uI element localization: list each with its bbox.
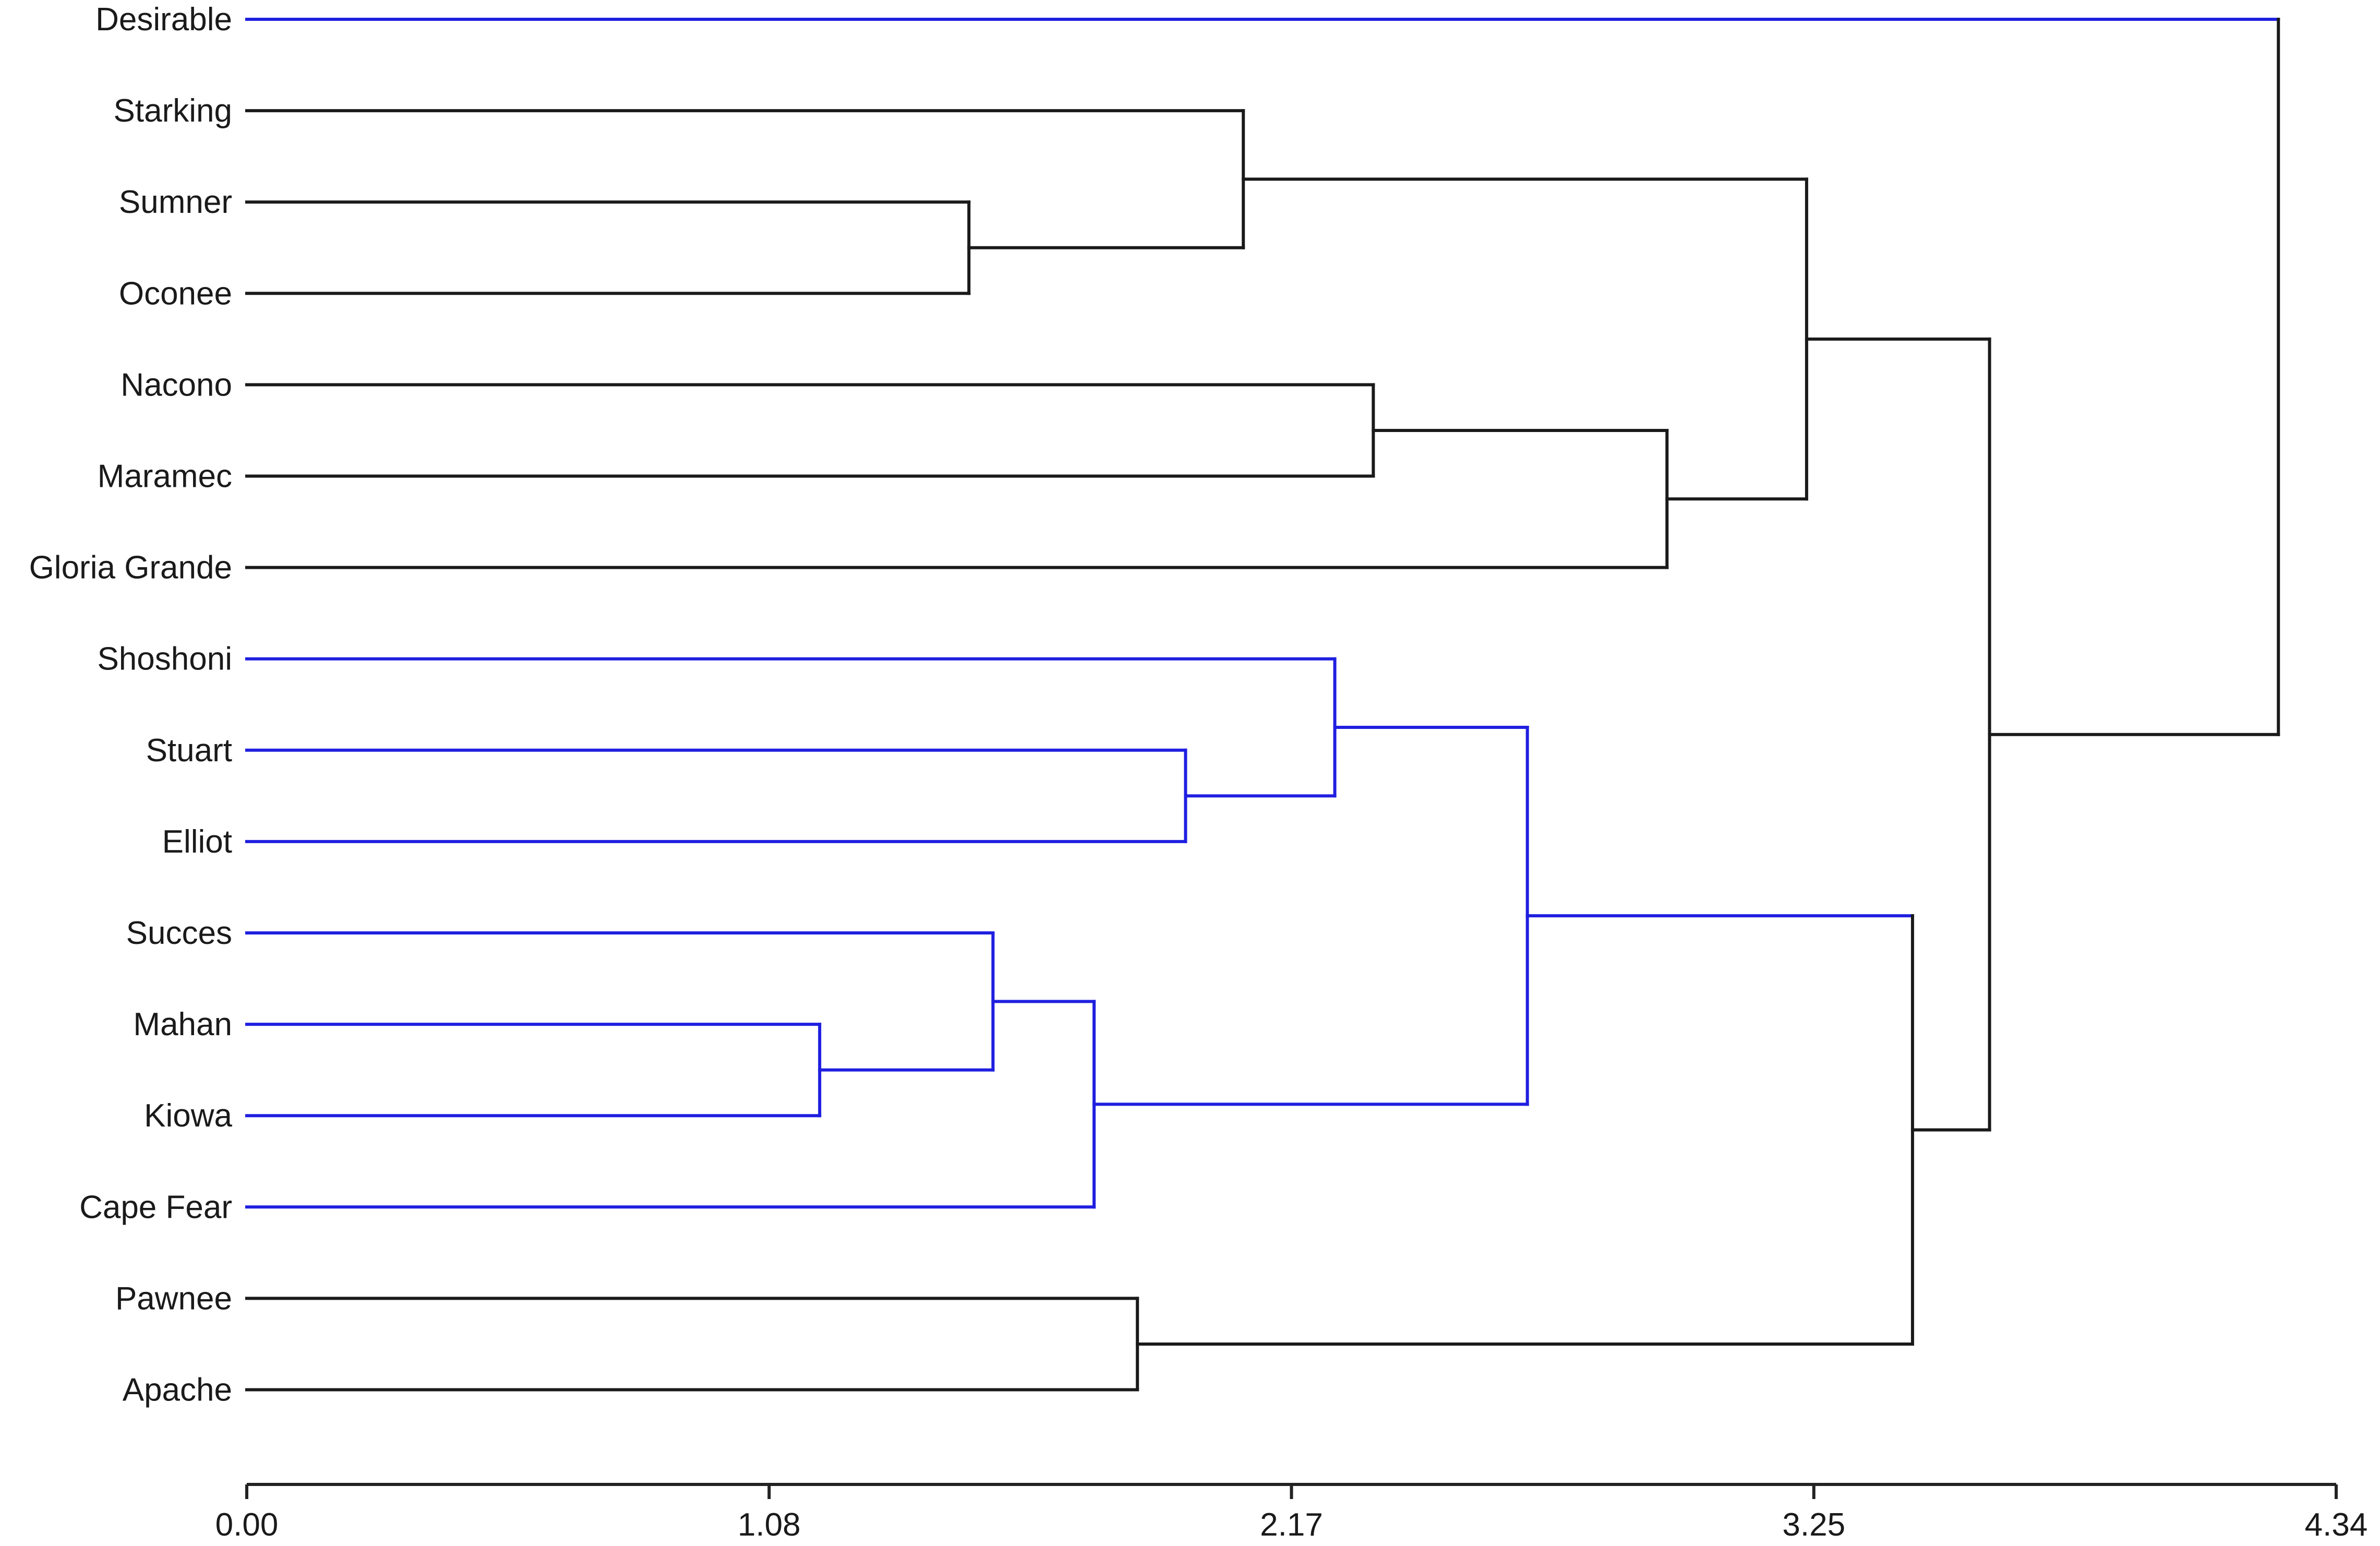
leaf-label-sumner: Sumner [119, 184, 232, 220]
leaf-label-starking: Starking [114, 93, 232, 129]
leaf-label-maramec: Maramec [98, 459, 232, 495]
leaf-label-gloria-grande: Gloria Grande [29, 550, 232, 586]
x-tick-label: 1.08 [738, 1507, 801, 1543]
leaf-label-pawnee: Pawnee [115, 1280, 232, 1316]
x-axis: 0.00 1.08 2.17 3.25 4.34 [215, 1483, 2368, 1543]
leaf-label-oconee: Oconee [119, 275, 232, 311]
leaf-labels: DesirableStarkingSumnerOconeeNaconoMaram… [29, 2, 233, 1408]
x-tick-label: 3.25 [1782, 1507, 1845, 1543]
leaf-label-nacono: Nacono [121, 367, 232, 403]
leaf-label-shoshoni: Shoshoni [97, 641, 232, 677]
leaf-label-elliot: Elliot [162, 824, 232, 860]
x-tick-label: 4.34 [2305, 1507, 2368, 1543]
leaf-label-cape-fear: Cape Fear [79, 1189, 232, 1225]
leaf-label-mahan: Mahan [133, 1006, 232, 1042]
x-tick-label: 0.00 [215, 1507, 279, 1543]
x-tick-label: 2.17 [1260, 1507, 1323, 1543]
leaf-label-apache: Apache [123, 1372, 232, 1408]
leaf-label-stuart: Stuart [146, 733, 232, 769]
branches [245, 18, 2280, 1392]
leaf-label-succes: Succes [126, 915, 232, 951]
leaf-label-kiowa: Kiowa [144, 1098, 232, 1134]
leaf-label-desirable: Desirable [95, 2, 232, 38]
